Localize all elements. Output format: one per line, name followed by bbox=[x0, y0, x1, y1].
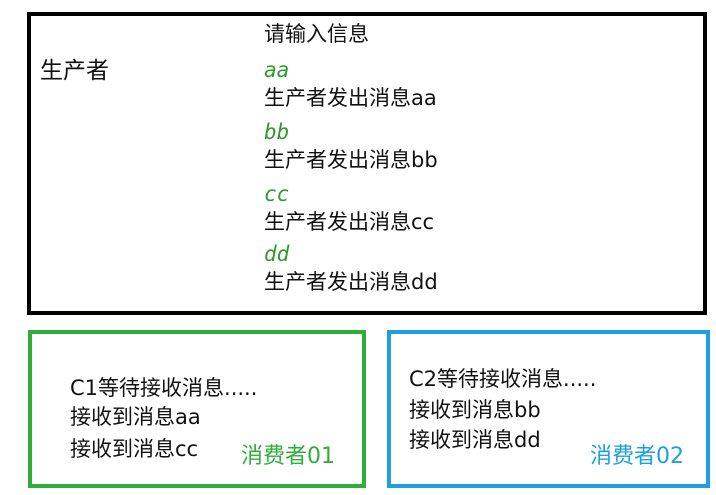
producer-input-3: cc bbox=[264, 182, 290, 206]
consumer1-name: 消费者01 bbox=[241, 444, 335, 469]
producer-output-4: 生产者发出消息dd bbox=[264, 270, 438, 294]
consumer2-line-2: 接收到消息bb bbox=[409, 398, 541, 422]
producer-output-1: 生产者发出消息aa bbox=[264, 86, 437, 110]
consumer2-panel bbox=[387, 330, 710, 488]
producer-output-3: 生产者发出消息cc bbox=[264, 210, 435, 234]
producer-input-1: aa bbox=[264, 58, 290, 82]
producer-output-2: 生产者发出消息bb bbox=[264, 148, 438, 172]
consumer1-panel bbox=[28, 330, 366, 488]
producer-label: 生产者 bbox=[40, 58, 109, 84]
consumer1-line-2: 接收到消息aa bbox=[70, 405, 201, 429]
producer-panel bbox=[27, 12, 707, 315]
consumer2-line-3: 接收到消息dd bbox=[409, 428, 541, 452]
consumer2-name: 消费者02 bbox=[590, 444, 684, 469]
consumer2-line-1: C2等待接收消息..... bbox=[409, 367, 597, 391]
producer-input-4: dd bbox=[264, 242, 290, 266]
consumer1-line-3: 接收到消息cc bbox=[70, 437, 199, 461]
producer-prompt: 请输入信息 bbox=[264, 22, 369, 46]
producer-input-2: bb bbox=[264, 120, 290, 144]
consumer1-line-1: C1等待接收消息..... bbox=[70, 376, 258, 400]
